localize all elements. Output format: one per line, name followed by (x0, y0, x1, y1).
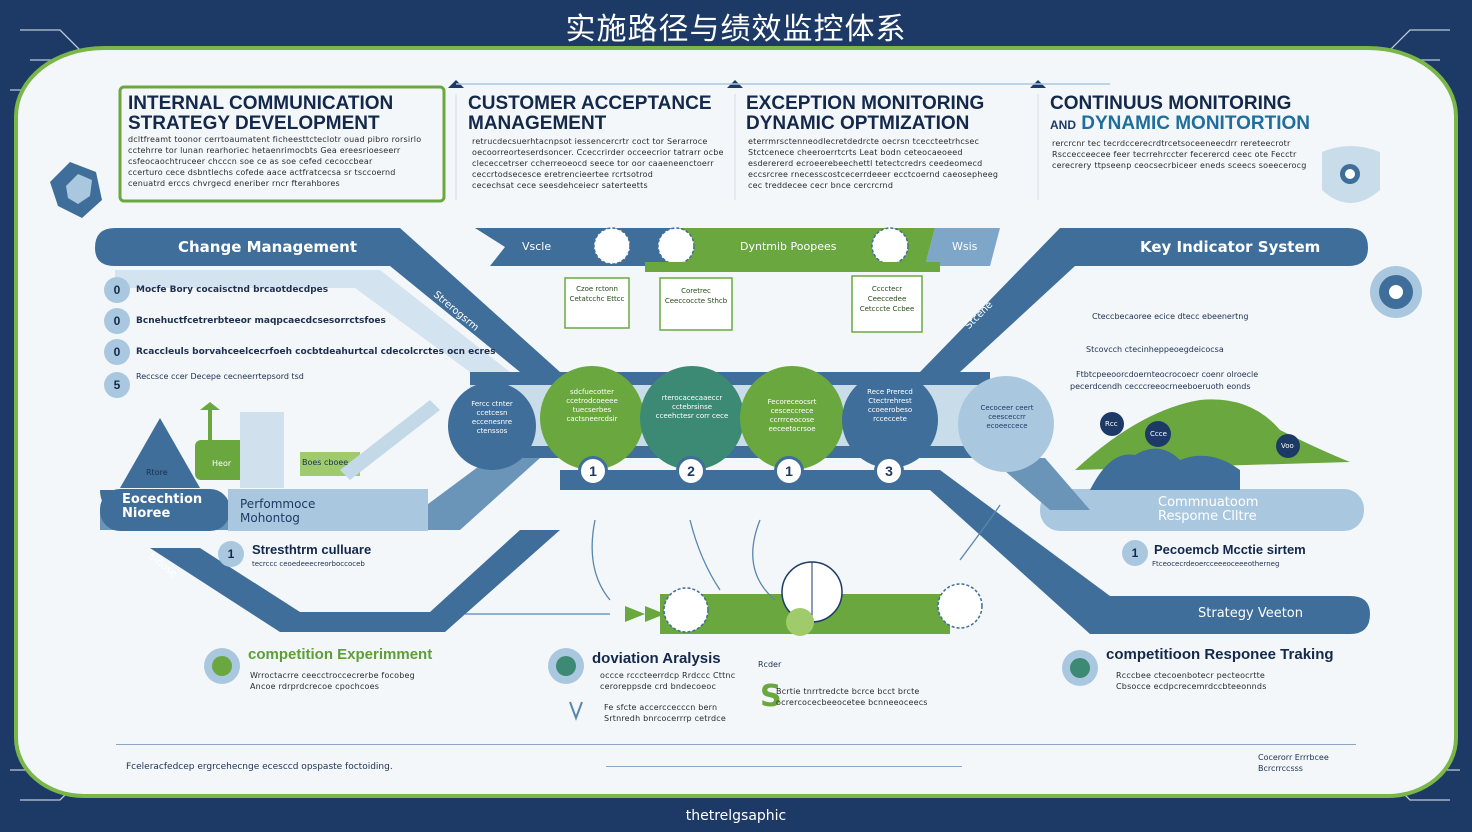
bottom-item-title: Pecoemcb Mcctie sirtem (1154, 542, 1306, 557)
flow-circle (540, 366, 644, 470)
header-body-3: eterrmrsctenneodlecretdedrcte oecrsn tce… (748, 137, 999, 190)
band-label-dynamic: Dyntmib Poopees (740, 240, 837, 253)
deviation-title: doviation Aralysis (592, 650, 721, 667)
band-label-strategy: Strategy Veeton (1198, 606, 1304, 621)
list-item: Mocfe Bory cocaisctnd brcaotdecdpes (136, 285, 329, 295)
list-item: Reccsce ccer Decepe cecneerrtepsord tsd (136, 372, 304, 381)
note-box: Cccctecr Ceeccedee Cetcccte Ccbee (859, 285, 915, 313)
svg-text:S: S (760, 679, 782, 714)
band-label-vscle: Vscle (522, 240, 552, 253)
stat-label: Boes cboee (302, 458, 349, 467)
competition-title: competitioon Responee Traking (1106, 646, 1334, 663)
node-label: Ccce (1150, 430, 1167, 438)
circle-text: sdcfuecotter ccetrodcoeeee tuecserbes ca… (566, 388, 618, 423)
list-item: Rcaccleuls borvahceelcecrfoeh cocbtdeahu… (136, 347, 496, 357)
mini-label: Rcder (758, 660, 782, 669)
right-list-item: Ftbtcpeeoorcdoernteocrocoecr coenr olroe… (1076, 370, 1259, 379)
right-list-item: Stcovcch ctecinheppeoegdeicocsa (1086, 345, 1224, 354)
header-continuous-monitoring: CONTINUUS MONITORING AND DYNAMIC MONITOR… (1050, 93, 1310, 134)
bottom-item-title: Stresthtrm culluare (252, 542, 372, 557)
circle-text: rterocacecaaeccr cctebrsinse cceehctesr … (655, 394, 729, 420)
stat-label: Rtore (146, 468, 168, 477)
band-change-management (95, 228, 560, 372)
circle-text: Fercc ctnter ccetcesn eccenesnre ctensso… (471, 400, 513, 435)
footer-divider (606, 766, 962, 767)
ribbon-dynamic-process (475, 228, 680, 266)
flow-circle (958, 376, 1054, 472)
note-box: Czoe rctonn Cetatcchc Ettcc (569, 285, 625, 303)
circle-text: Cecoceer ceert ceesceccrr ecoeeccece (980, 404, 1034, 430)
circle-text: Fecoreceocsrt cesceccrece ccrrrceocose e… (767, 398, 817, 433)
note-box: Coretrec Ceeccoccte Sthcb (664, 287, 728, 305)
step-badge-1: 1 (578, 456, 608, 486)
footer-divider (116, 744, 1356, 745)
footer-brand: thetrelgsaphic (685, 808, 787, 824)
band-key-indicator (920, 228, 1368, 372)
competition-title: competition Experimment (248, 646, 433, 663)
flow-circle (740, 366, 844, 470)
band-label-key-indicator: Key Indicator System (1140, 238, 1321, 256)
flow-circle (842, 372, 938, 468)
flow-circle (640, 366, 744, 470)
list-badge: 5 (104, 372, 130, 398)
list-badge: 0 (104, 277, 130, 303)
bottom-item-body: tecrccc ceoedeeecreorboccoceb (252, 560, 365, 568)
right-list-item: Cteccbecaoree ecice dtecc ebeenertng (1092, 312, 1249, 321)
flow-circle (448, 382, 536, 470)
header-box-highlight (118, 85, 446, 203)
list-badge: 1 (1122, 540, 1148, 566)
header-body-2: retrucdecsuerhtacnpsot iessencercrtr coc… (472, 137, 724, 190)
header-body-4: rercrcnr tec tecrdccerecrdtrcetsoceeneec… (1052, 139, 1307, 170)
node-label: Voo (1281, 442, 1294, 450)
circle-text: Rece Prerecd Ctectrehrest ccoeerobeso rc… (867, 388, 913, 423)
page-title: 实施路径与绩效监控体系 (565, 12, 907, 47)
step-badge-2: 2 (676, 456, 706, 486)
list-item: Bcnehuctfcetrerbteeor maqpcaecdcsesorrct… (136, 316, 386, 326)
band-label-change-management: Change Management (178, 238, 358, 256)
list-badge: 1 (218, 541, 244, 567)
header-body-1: dcltfreamt toonor cerrtoaumatent fichees… (128, 135, 422, 188)
band-label-wsis: Wsis (952, 240, 978, 253)
footer-text: Fceleracfedcep ergrcehecnge ecesccd opsp… (126, 762, 393, 772)
node-label: Rcc (1105, 420, 1118, 428)
stat-label: Heor (212, 459, 232, 468)
step-badge-4: 3 (874, 456, 904, 486)
step-badge-3: 1 (774, 456, 804, 486)
bottom-item-body: Ftceocecrdeoercceeeoceeeotherneg (1152, 560, 1280, 568)
list-badge: 0 (104, 339, 130, 365)
right-list-item: pecerdcendh cecccreeocrneeboeruoth eonds (1070, 382, 1251, 391)
list-badge: 0 (104, 308, 130, 334)
